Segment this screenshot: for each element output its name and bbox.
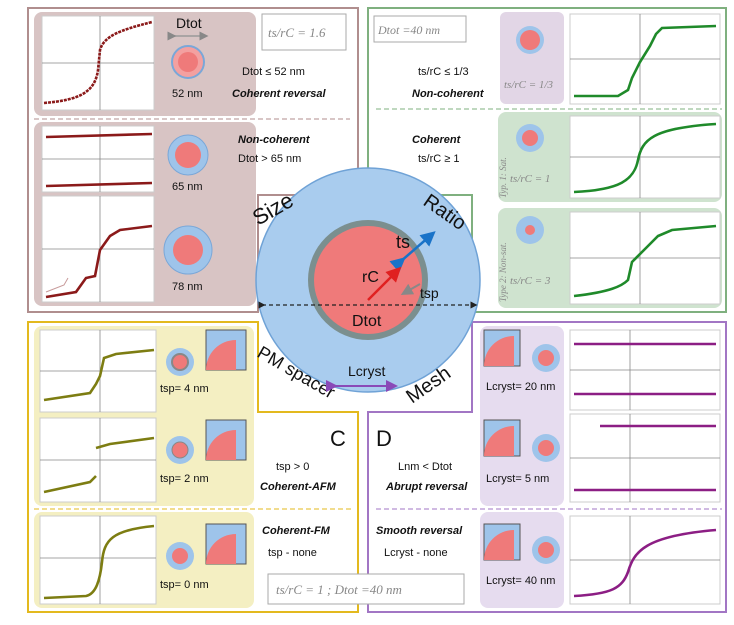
size-78nm-label: 78 nm <box>172 281 203 293</box>
panel-a-dtot-header: Dtot <box>176 15 202 31</box>
type2-label: Type 2: Non-sat. <box>498 242 508 302</box>
panel-c-tsp-none: tsp - none <box>268 547 317 559</box>
panel-d-letter: D <box>376 426 392 451</box>
rc-arrow <box>367 266 402 301</box>
dtot-box-b-text: Dtot =40 nm <box>377 23 440 37</box>
tsp-4-label: tsp= 4 nm <box>160 383 209 395</box>
panel-b-coherent: Coherent <box>412 134 462 146</box>
plot-c3 <box>39 515 157 605</box>
type1-label: Typ. 1: Sat. <box>498 157 508 198</box>
panel-c-cond: tsp > 0 <box>276 461 309 473</box>
lcryst-5-label: Lcryst= 5 nm <box>486 473 549 485</box>
particle-ratio-3 <box>516 216 544 244</box>
bottom-box-text: ts/rC = 1 ; Dtot =40 nm <box>276 582 402 597</box>
plot-a3 <box>41 195 155 303</box>
panel-d-abrupt: Abrupt reversal <box>385 481 468 493</box>
ratio-box-a <box>261 13 347 51</box>
panel-c-coherent-fm: Coherent-FM <box>262 525 331 537</box>
ratio-box-a-text: ts/rC = 1.6 <box>268 25 326 40</box>
particle-78nm <box>163 225 213 275</box>
panel-c-coherent-afm: Coherent-AFM <box>260 481 337 493</box>
plot-c1 <box>39 329 157 413</box>
tsp-arrow <box>400 283 421 295</box>
bottom-box <box>267 573 465 605</box>
size-65nm-label: 65 nm <box>172 181 203 193</box>
particle-lcryst-20 <box>483 329 560 372</box>
rc-label: rC <box>362 269 379 286</box>
panel-c-letter: C <box>330 426 346 451</box>
ratio-1-label: ts/rC = 1 <box>510 173 550 185</box>
particle-lcryst-40 <box>483 523 560 564</box>
plot-b2 <box>569 115 721 199</box>
panel-a-non-coherent: Non-coherent <box>238 134 311 146</box>
ts-arrow <box>389 231 436 273</box>
panel-a-cond-small: Dtot ≤ 52 nm <box>242 66 305 78</box>
lcryst-20-label: Lcryst= 20 nm <box>486 381 555 393</box>
particle-ratio-1 <box>516 124 544 152</box>
particle-tsp-2 <box>166 419 247 464</box>
particle-ratio-1-3 <box>516 26 544 54</box>
plot-b3 <box>569 211 721 305</box>
lcryst-label: Lcryst <box>348 363 385 379</box>
panel-a-border <box>27 7 359 313</box>
panel-d-cond: Lnm < Dtot <box>398 461 452 473</box>
particle-tsp-0 <box>166 523 247 570</box>
size-52nm-label: 52 nm <box>172 88 203 100</box>
tsp-2-label: tsp= 2 nm <box>160 473 209 485</box>
plot-a1 <box>41 15 155 111</box>
panel-d-lcryst-none: Lcryst - none <box>384 547 448 559</box>
particle-52nm <box>171 45 205 79</box>
dtot-box-b <box>373 15 467 43</box>
panel-d-smooth: Smooth reversal <box>376 525 463 537</box>
plot-d1 <box>569 329 721 411</box>
lcryst-40-label: Lcryst= 40 nm <box>486 575 555 587</box>
panel-a-coherent-reversal: Coherent reversal <box>232 88 326 100</box>
particle-65nm <box>167 134 209 176</box>
particle-tsp-4 <box>166 329 247 376</box>
panel-d-border <box>367 321 727 613</box>
plot-d3 <box>569 515 721 605</box>
dtot-label: Dtot <box>352 313 382 330</box>
plot-d2 <box>569 413 721 503</box>
panel-c-border <box>27 321 359 613</box>
tsp-label: tsp <box>420 285 439 301</box>
panel-b-shade-top <box>500 12 564 104</box>
ts-label: ts <box>396 232 410 252</box>
plot-c2 <box>39 417 157 503</box>
panel-b-cond-small: ts/rC ≤ 1/3 <box>418 66 469 78</box>
tsp-0-label: tsp= 0 nm <box>160 579 209 591</box>
particle-lcryst-5 <box>483 419 560 462</box>
panel-b-cond-large: ts/rC ≥ 1 <box>418 153 460 165</box>
panel-a-cond-large: Dtot > 65 nm <box>238 153 301 165</box>
ratio-3-label: ts/rC = 3 <box>510 275 551 287</box>
plot-a2 <box>41 125 155 193</box>
ratio-1-3-label: ts/rC = 1/3 <box>504 79 553 91</box>
panel-b-non-coherent: Non-coherent <box>412 88 485 100</box>
plot-b1 <box>569 13 721 105</box>
